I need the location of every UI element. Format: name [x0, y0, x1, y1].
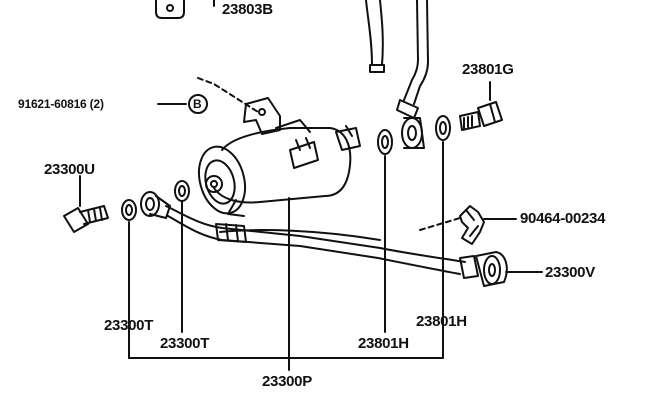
label-23300t-2: 23300T	[160, 335, 210, 352]
label-bolt-b: 91621-60816 (2)	[18, 97, 104, 111]
bolt-left	[63, 205, 109, 233]
fuel-filter	[197, 125, 361, 217]
banjo-fitting-left	[140, 191, 171, 219]
fuel-line	[165, 205, 466, 275]
fitting-right	[459, 251, 508, 287]
label-23300t-1: 23300T	[104, 317, 154, 334]
label-90464-00234: 90464-00234	[520, 210, 606, 227]
label-23300v: 23300V	[545, 264, 595, 281]
b-leader-dashed	[197, 77, 259, 113]
top-clip-part	[155, 0, 215, 19]
label-23300p: 23300P	[262, 373, 312, 390]
label-23801h-1: 23801H	[416, 313, 467, 330]
label-23300u: 23300U	[44, 161, 95, 178]
gasket-left-1	[121, 199, 137, 221]
gasket-right-2	[435, 115, 451, 141]
label-b-marker: B	[193, 97, 202, 111]
b-marker-circle	[188, 94, 208, 114]
label-23803b: 23803B	[222, 1, 273, 18]
hose-clamp	[459, 205, 485, 245]
gasket-left-2	[174, 180, 190, 202]
bolt-right	[459, 101, 503, 131]
top-hose-right	[396, 0, 429, 119]
gasket-right-1	[377, 129, 393, 155]
bottom-bracket-lines	[128, 141, 444, 371]
label-23801g: 23801G	[462, 61, 514, 78]
clamp-leader-dashed	[419, 217, 461, 231]
label-23801h-2: 23801H	[358, 335, 409, 352]
top-hose-left	[365, 0, 385, 73]
banjo-fitting-right	[401, 117, 425, 149]
